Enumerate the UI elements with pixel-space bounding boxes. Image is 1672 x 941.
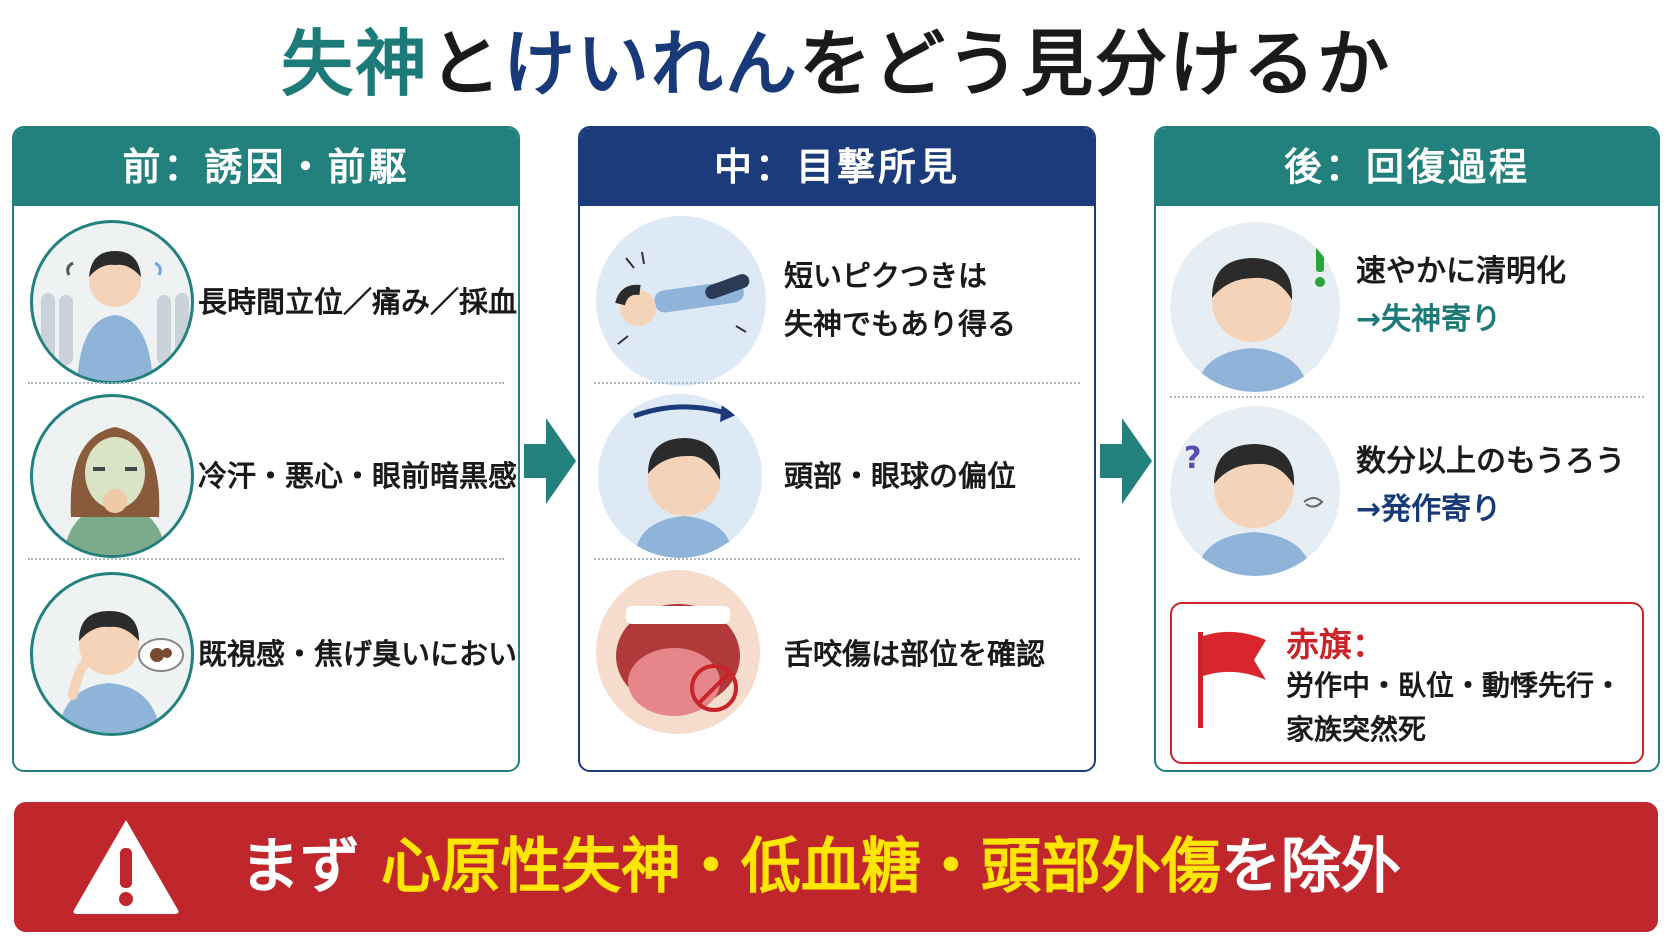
- title-rest: をどう見分けるか: [799, 22, 1392, 106]
- right-arrow-icon: [524, 418, 576, 504]
- warning-icon: [73, 820, 179, 914]
- row-text: 短いピクつきは 失神でもあり得る: [784, 252, 1016, 348]
- title-syncope: 失神: [280, 22, 429, 106]
- red-flag-icon: [1198, 631, 1266, 728]
- red-flag-body: 労作中・臥位・動悸先行・ 家族突然死: [1286, 664, 1636, 752]
- column-before: 前：誘因・前駆 長時間立位／痛み／採血: [12, 126, 520, 772]
- row-text: 舌咬傷は部位を確認: [784, 637, 1046, 671]
- title-seizure: けいれん: [503, 22, 800, 106]
- standing-person-icon: [41, 251, 189, 381]
- title-and: と: [428, 22, 503, 106]
- rule-out-banner: まず 心原性失神・低血糖・頭部外傷を除外: [14, 802, 1658, 932]
- banner-suffix: を除外: [1220, 832, 1401, 902]
- banner-text: まず 心原性失神・低血糖・頭部外傷を除外: [240, 802, 1401, 932]
- column-header-during: 中：目撃所見: [580, 128, 1094, 206]
- column-header-after: 後：回復過程: [1156, 128, 1658, 206]
- row-text-line2: →失神寄り: [1356, 302, 1502, 337]
- deja-vu-illustration: [30, 572, 194, 736]
- banner-highlight: 心原性失神・低血糖・頭部外傷: [380, 832, 1221, 902]
- list-item: 既視感・焦げ臭いにおい: [14, 562, 518, 746]
- nauseous-woman-illustration: [30, 394, 194, 558]
- red-flag-line2: 家族突然死: [1286, 713, 1427, 746]
- row-text-line2: 失神でもあり得る: [784, 307, 1017, 341]
- alert-person-illustration: [1170, 222, 1340, 392]
- row-text: 既視感・焦げ臭いにおい: [198, 637, 518, 671]
- row-text-line1: 数分以上のもうろう: [1356, 444, 1626, 479]
- head-deviation-illustration: [598, 394, 762, 558]
- right-arrow-icon: [1100, 418, 1152, 504]
- page-title: 失神とけいれんをどう見分けるか: [0, 14, 1672, 114]
- row-text-line1: 速やかに清明化: [1356, 254, 1566, 289]
- twitching-person-icon: [615, 251, 750, 345]
- head-turn-icon: [633, 402, 738, 558]
- red-flag-box: 赤旗： 労作中・臥位・動悸先行・ 家族突然死: [1170, 602, 1644, 764]
- standing-person-illustration: [30, 220, 194, 384]
- list-item: 頭部・眼球の偏位: [580, 386, 1094, 570]
- tongue-bite-icon: [616, 604, 740, 716]
- confused-person-illustration: ?: [1170, 406, 1340, 576]
- row-text: 冷汗・悪心・眼前暗黒感: [198, 459, 518, 493]
- list-item: 速やかに清明化 →失神寄り: [1156, 210, 1658, 394]
- list-item: 長時間立位／痛み／採血: [14, 210, 518, 394]
- banner-prefix: まず: [240, 832, 360, 902]
- column-after: 後：回復過程 速やかに清明化 →失神寄り ?: [1154, 126, 1660, 772]
- nauseous-person-icon: [63, 427, 167, 555]
- row-text-line2: →発作寄り: [1356, 492, 1502, 527]
- list-item: 冷汗・悪心・眼前暗黒感: [14, 386, 518, 570]
- collapsed-person-illustration: [596, 216, 766, 386]
- row-divider: [28, 382, 504, 384]
- row-divider: [28, 558, 504, 560]
- dizzy-person-icon: [57, 611, 184, 733]
- svg-text:?: ?: [1184, 441, 1201, 476]
- confused-person-icon: ?: [1184, 441, 1324, 576]
- tongue-bite-illustration: [596, 570, 760, 734]
- list-item: ? 数分以上のもうろう →発作寄り: [1156, 400, 1658, 584]
- column-header-before: 前：誘因・前駆: [14, 128, 518, 206]
- list-item: 舌咬傷は部位を確認: [580, 562, 1094, 746]
- row-text: 速やかに清明化 →失神寄り: [1356, 248, 1566, 344]
- list-item: 短いピクつきは 失神でもあり得る: [580, 210, 1094, 394]
- row-text: 数分以上のもうろう →発作寄り: [1356, 438, 1625, 534]
- row-text: 頭部・眼球の偏位: [784, 459, 1017, 493]
- red-flag-line1: 労作中・臥位・動悸先行・: [1286, 669, 1623, 702]
- row-divider: [594, 382, 1080, 384]
- row-divider: [1170, 396, 1644, 398]
- alert-person-icon: [1196, 242, 1325, 392]
- row-divider: [594, 558, 1080, 560]
- red-flag-title: 赤旗：: [1286, 625, 1385, 664]
- column-during: 中：目撃所見 短いピクつきは 失神でもあり得る: [578, 126, 1096, 772]
- row-text: 長時間立位／痛み／採血: [198, 285, 518, 319]
- row-text-line1: 短いピクつきは: [784, 259, 988, 293]
